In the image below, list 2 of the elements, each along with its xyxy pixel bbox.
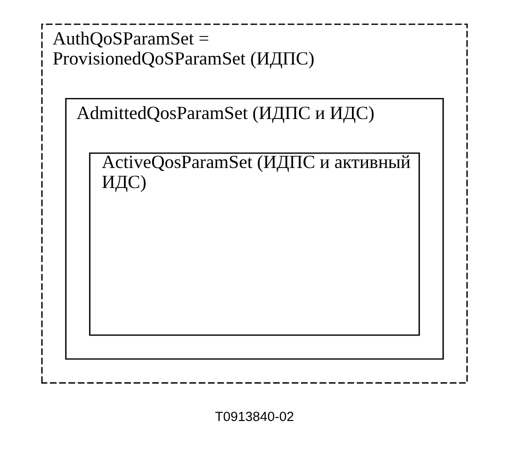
label: T0913840-02 — [214, 408, 294, 424]
node-box: ActiveQosParamSet (ИДПС и активный ИДС) — [88, 152, 420, 336]
